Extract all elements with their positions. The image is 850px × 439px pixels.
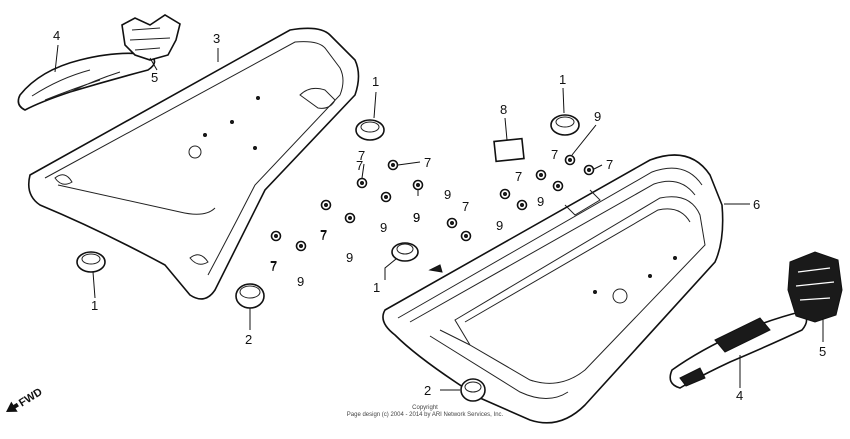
callout-4: 4 [53, 28, 60, 43]
callout-7: 7 [358, 148, 365, 163]
grommet-1-d[interactable] [391, 242, 419, 262]
callout-7: 7 [356, 158, 363, 173]
callout-9: 9 [297, 274, 304, 289]
copyright-line1: Copyright [412, 405, 438, 411]
callout-7: 7 [320, 227, 327, 242]
fwd-indicator: FWD [6, 386, 45, 412]
callout-5: 5 [819, 344, 826, 359]
caution-label[interactable] [493, 137, 525, 163]
grommet-1-c[interactable] [76, 251, 106, 273]
callout-8: 8 [500, 102, 507, 117]
callout-9: 9 [380, 220, 387, 235]
callout-1: 1 [372, 74, 379, 89]
callout-7: 7 [424, 155, 431, 170]
callout-1: 1 [91, 298, 98, 313]
decal-right[interactable] [787, 251, 843, 323]
callout-7: 7 [551, 147, 558, 162]
callout-3: 3 [213, 31, 220, 46]
cushion-2-a[interactable] [235, 283, 265, 309]
callout-9: 9 [496, 218, 503, 233]
decal-left[interactable] [121, 14, 181, 61]
callout-7: 7 [606, 157, 613, 172]
callout-6: 6 [753, 197, 760, 212]
callout-9: 9 [413, 210, 420, 225]
grommet-1-b[interactable] [550, 114, 580, 136]
callout-7: 7 [320, 228, 327, 243]
callout-9: 9 [594, 109, 601, 124]
callout-9: 9 [413, 210, 420, 225]
callout-7: 7 [270, 259, 277, 274]
callout-1: 1 [559, 72, 566, 87]
callout-numbers: 1 1 1 1 2 2 3 4 4 5 5 6 8 7 7 7 7 7 7 7 … [53, 28, 826, 403]
callout-5: 5 [151, 70, 158, 85]
left-side-cover[interactable] [27, 27, 360, 300]
callout-7: 7 [515, 169, 522, 184]
grommet-1-a[interactable] [355, 119, 385, 141]
fwd-arrow-icon [6, 401, 19, 412]
right-side-cover[interactable] [382, 154, 724, 424]
emblem-left[interactable] [17, 52, 156, 111]
callout-7: 7 [270, 258, 277, 273]
callout-2: 2 [424, 383, 431, 398]
callout-1: 1 [373, 280, 380, 295]
callout-9: 9 [444, 187, 451, 202]
callout-9: 9 [537, 194, 544, 209]
cushion-2-b[interactable] [460, 378, 486, 402]
collars [270, 154, 595, 252]
callout-4: 4 [736, 388, 743, 403]
leader-lines [54, 44, 824, 391]
callout-2: 2 [245, 332, 252, 347]
callout-7: 7 [462, 199, 469, 214]
copyright-line2: Page design (c) 2004 - 2014 by ARI Netwo… [347, 412, 504, 418]
emblem-right[interactable] [669, 311, 808, 389]
callout-9: 9 [346, 250, 353, 265]
fwd-label: FWD [17, 386, 45, 409]
